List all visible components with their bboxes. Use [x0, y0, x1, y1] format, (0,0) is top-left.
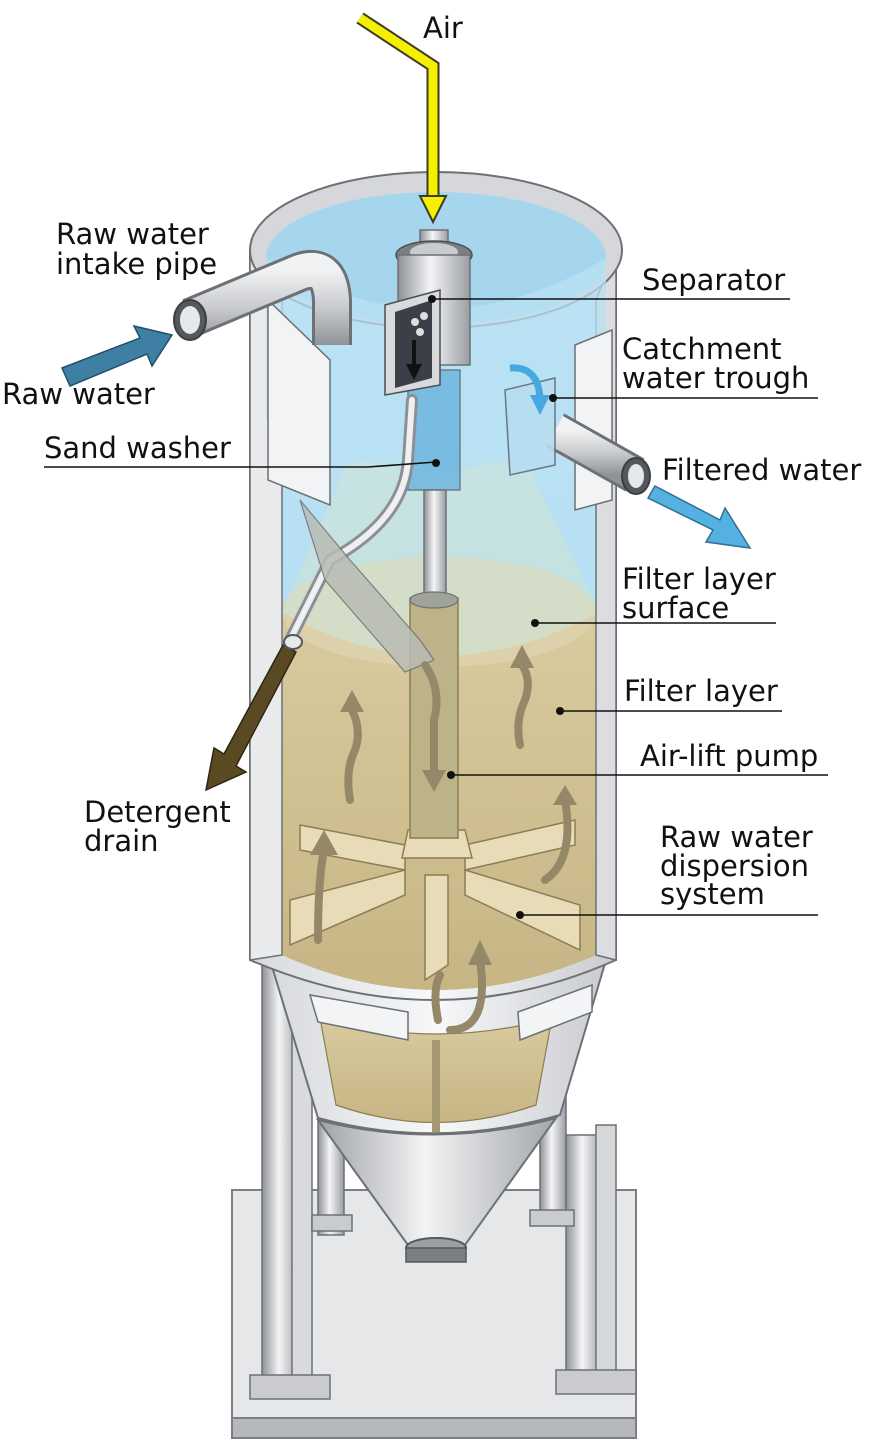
- label-air: Air: [423, 11, 463, 45]
- catchment-arrow: [509, 364, 550, 415]
- label-filter-surface-2: surface: [622, 591, 729, 625]
- label-raw-water-intake-1: Raw water: [56, 217, 209, 251]
- label-dispersion-3: system: [660, 877, 765, 911]
- flow-arrowheads: [310, 645, 577, 965]
- detergent-drain-arrow: [204, 634, 303, 792]
- leader-lines: [44, 295, 828, 919]
- base-plate: [231, 1189, 637, 1439]
- label-filter-layer: Filter layer: [624, 674, 778, 708]
- flow-arrows: [314, 661, 572, 1034]
- label-detergent-2: drain: [84, 824, 159, 858]
- lower-vessel: [268, 959, 608, 1135]
- sand-washer-pipe: [284, 394, 435, 673]
- label-sand-washer: Sand washer: [44, 431, 231, 465]
- filtered-water-arrow: [646, 485, 752, 549]
- label-dispersion-1: Raw water: [660, 820, 813, 854]
- label-filter-surface-1: Filter layer: [622, 562, 776, 596]
- air-arrow: [356, 12, 448, 225]
- label-detergent-1: Detergent: [84, 795, 231, 829]
- raw-water-intake-pipe: [173, 250, 352, 345]
- label-raw-water: Raw water: [2, 377, 155, 411]
- label-raw-water-intake-2: intake pipe: [56, 247, 217, 281]
- separator-flow-arrow: [406, 340, 422, 380]
- label-air-lift-pump: Air-lift pump: [640, 739, 818, 773]
- label-filtered-water: Filtered water: [662, 453, 861, 487]
- label-dispersion-2: dispersion: [660, 849, 809, 883]
- label-separator: Separator: [642, 263, 785, 297]
- label-catchment-2: water trough: [622, 361, 809, 395]
- filtered-water-pipe: [504, 377, 651, 495]
- label-catchment-1: Catchment: [622, 332, 782, 366]
- raw-water-arrow: [60, 324, 174, 387]
- bottom-cone: [315, 1116, 559, 1263]
